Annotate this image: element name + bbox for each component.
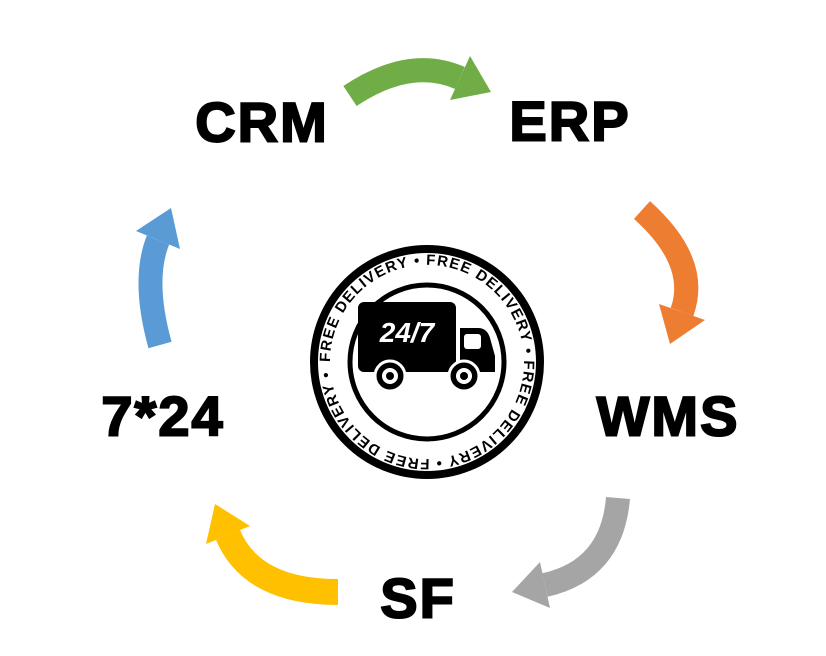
- node-724-label: 7*24: [100, 384, 225, 449]
- free-delivery-badge: FREE DELIVERY • FREE DELIVERY • FREE DEL…: [310, 245, 544, 479]
- arrow-erp-to-wms: [633, 201, 705, 344]
- badge-inner-ring: [347, 282, 507, 442]
- delivery-truck-icon: 24/7: [358, 302, 495, 393]
- arrow-wms-to-sf: [512, 496, 630, 608]
- node-724: 7*24: [100, 384, 225, 449]
- node-sf: SF: [379, 566, 456, 631]
- node-crm-label: CRM: [194, 90, 329, 155]
- node-wms: WMS: [596, 384, 740, 449]
- node-crm: CRM: [194, 90, 329, 155]
- arrow-sf-to-724: [206, 504, 339, 605]
- node-sf-label: SF: [379, 566, 456, 631]
- badge-truck-label: 24/7: [379, 317, 436, 348]
- arrow-724-to-crm: [136, 208, 180, 349]
- node-wms-label: WMS: [596, 384, 740, 449]
- node-erp-label: ERP: [508, 89, 631, 154]
- node-erp: ERP: [508, 89, 631, 154]
- arrow-crm-to-erp: [343, 56, 491, 107]
